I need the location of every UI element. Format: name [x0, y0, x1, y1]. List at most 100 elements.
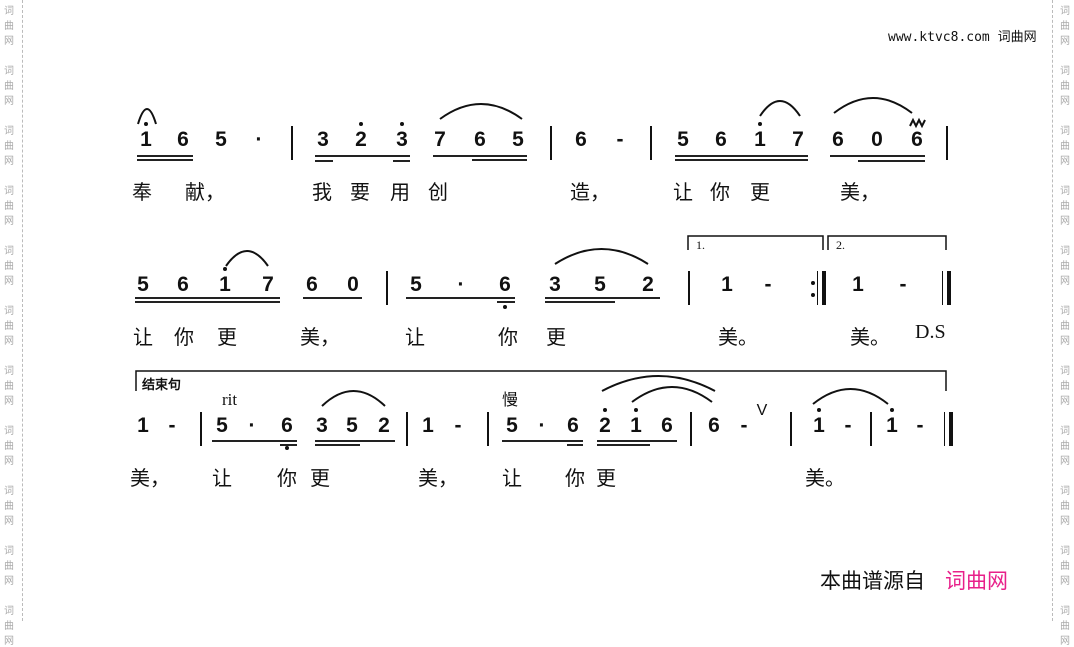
watermark-char: 曲 [1060, 321, 1070, 332]
lyric: 要 [350, 180, 370, 204]
watermark-char: 曲 [4, 501, 14, 512]
watermark-char: 网 [4, 636, 14, 647]
volta-label: 2. [836, 238, 845, 252]
volta-bracket [827, 235, 947, 250]
watermark-char: 网 [1060, 336, 1070, 347]
note: 0 [347, 273, 359, 296]
note: 1 [219, 273, 231, 296]
underline [135, 297, 280, 299]
octave-up-dot [758, 122, 762, 126]
watermark-char: 网 [4, 396, 14, 407]
note: 7 [792, 128, 804, 151]
final-barline [947, 271, 951, 305]
underline [433, 155, 527, 157]
note: 5 [506, 414, 518, 437]
watermark-char: 网 [4, 336, 14, 347]
note: 6 [567, 414, 579, 437]
barline [386, 271, 388, 305]
barline [550, 126, 552, 160]
underline [472, 159, 527, 161]
octave-down-dot [503, 305, 507, 309]
watermark-char: 曲 [1060, 501, 1070, 512]
lyric: 美。 [850, 325, 890, 349]
final-barline [949, 412, 953, 446]
thin-barline [944, 412, 945, 446]
note: - [168, 414, 176, 437]
repeat-dot [811, 281, 815, 285]
lyric: 美。 [718, 325, 758, 349]
slur [225, 250, 269, 267]
watermark-char: 词 [1060, 306, 1070, 317]
lyric: 我 [312, 180, 332, 204]
note: 1 [886, 414, 898, 437]
lyric: 更 [596, 466, 616, 490]
watermark-char: 曲 [4, 21, 14, 32]
underline [497, 301, 515, 303]
note: 5 [216, 414, 228, 437]
underline [675, 159, 808, 161]
underline [315, 155, 410, 157]
thin-barline [817, 271, 818, 305]
underline [393, 160, 410, 162]
note: 3 [317, 128, 329, 151]
underline [303, 297, 362, 299]
note: - [844, 414, 852, 437]
watermark-char: 曲 [1060, 81, 1070, 92]
note: 6 [715, 128, 727, 151]
slur [321, 390, 386, 407]
slur [137, 108, 157, 125]
octave-up-dot [144, 122, 148, 126]
lyric: 让 [212, 466, 232, 490]
watermark-char: 网 [1060, 96, 1070, 107]
note: - [454, 414, 462, 437]
lyric: 你 [498, 325, 518, 349]
note: - [616, 128, 624, 151]
note: 2 [378, 414, 390, 437]
note: · [457, 273, 465, 296]
lyric: 更 [217, 325, 237, 349]
lyric: 用 [390, 180, 410, 204]
watermark-char: 词 [4, 66, 14, 77]
watermark-char: 网 [1060, 156, 1070, 167]
watermark-char: 词 [1060, 126, 1070, 137]
barline [291, 126, 293, 160]
octave-up-dot [634, 408, 638, 412]
watermark-char: 词 [4, 186, 14, 197]
watermark-char: 曲 [1060, 201, 1070, 212]
underline [315, 160, 333, 162]
watermark-char: 词 [4, 606, 14, 617]
tempo-mark: rit [222, 390, 238, 409]
watermark-char: 曲 [1060, 561, 1070, 572]
slur-layer [135, 97, 947, 407]
underline [597, 444, 650, 446]
watermark-char: 曲 [4, 81, 14, 92]
lyric: 美， [130, 466, 170, 490]
watermark-char: 网 [1060, 516, 1070, 527]
watermark-char: 曲 [4, 561, 14, 572]
underline [502, 440, 583, 442]
watermark-char: 词 [1060, 246, 1070, 257]
watermark-char: 词 [4, 6, 14, 17]
note: 3 [549, 273, 561, 296]
watermark-char: 网 [1060, 636, 1070, 647]
barline [200, 412, 202, 446]
lyric: 更 [546, 325, 566, 349]
watermark-char: 词 [4, 366, 14, 377]
underline [135, 301, 280, 303]
slur [554, 248, 649, 265]
note: 3 [316, 414, 328, 437]
barline [790, 412, 792, 446]
lyric: 献， [185, 180, 225, 204]
section-label: 结束句 [142, 378, 182, 393]
octave-down-dot [285, 446, 289, 450]
repeat-dot [811, 293, 815, 297]
note: 1 [721, 273, 733, 296]
octave-up-dot [890, 408, 894, 412]
lyric: 更 [310, 466, 330, 490]
lyric: 美， [300, 325, 340, 349]
octave-up-dot [359, 122, 363, 126]
brand-link[interactable]: 词曲网 [945, 569, 1008, 593]
watermark-char: 词 [4, 126, 14, 137]
watermark-char: 曲 [4, 441, 14, 452]
watermark-char: 曲 [4, 201, 14, 212]
